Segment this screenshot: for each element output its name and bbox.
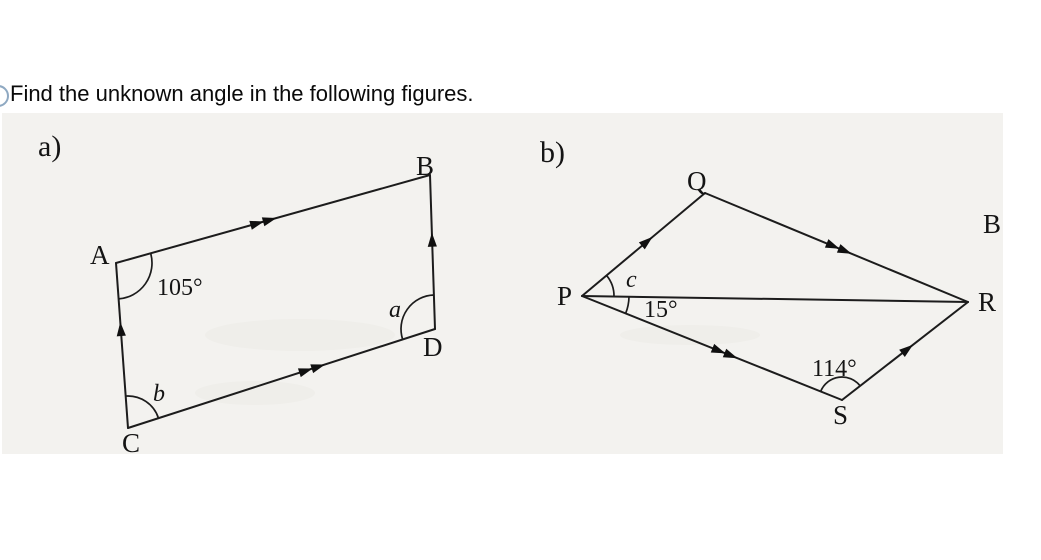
arrowhead-AB (249, 220, 265, 230)
exercise-prompt: Find the unknown angle in the following … (10, 81, 474, 106)
arrowhead-PS (710, 343, 726, 354)
edge-PS (581, 295, 843, 401)
angle-arc-S-114° (819, 376, 861, 392)
figure-b: b) Q B P R Sc 15° 114° (540, 136, 1001, 430)
edge-PR (581, 295, 969, 303)
figure-a-tag: a) (38, 130, 61, 163)
label-b-114°: 114° (812, 356, 857, 382)
arrowhead-QR (836, 244, 852, 254)
label-b-Q: Q (687, 166, 707, 196)
label-b-P: P (557, 281, 572, 311)
arrowhead-PS (722, 348, 738, 359)
edge-DB (429, 174, 436, 330)
label-b-R: R (978, 287, 996, 317)
label-a-A: A (90, 240, 110, 270)
arrowhead-CD (297, 368, 313, 378)
angle-arc-P-15° (624, 296, 630, 314)
arrowhead-SR (899, 344, 914, 357)
scan-smudge (205, 319, 395, 351)
arrowhead-QR (824, 239, 840, 249)
label-b-c: c (626, 267, 637, 293)
arrowhead-PQ (638, 236, 653, 250)
label-a-B: B (416, 151, 434, 181)
label-b-15°: 15° (644, 297, 678, 323)
angle-arc-D-a (400, 294, 434, 340)
edge-CA (115, 262, 129, 429)
scan-smudge (620, 325, 760, 345)
angle-arc-P-c (605, 274, 615, 297)
label-b-S: S (833, 400, 848, 430)
label-a-b: b (153, 381, 165, 407)
label-a-C: C (122, 428, 140, 458)
arrowhead-CD (310, 364, 326, 374)
angle-arc-A-105° (118, 253, 153, 300)
figure-b-tag: b) (540, 136, 565, 169)
arrowhead-CA (116, 322, 126, 337)
figure-a: a) A B D C 105° a b (38, 130, 443, 458)
angle-arc-C-b (125, 395, 160, 419)
label-a-a: a (389, 297, 401, 323)
edge-CD (127, 328, 436, 429)
arrowhead-AB (261, 217, 277, 227)
label-b-B: B (983, 209, 1001, 239)
arrowhead-DB (427, 232, 437, 247)
label-a-D: D (423, 332, 443, 362)
label-a-105°: 105° (157, 275, 203, 301)
